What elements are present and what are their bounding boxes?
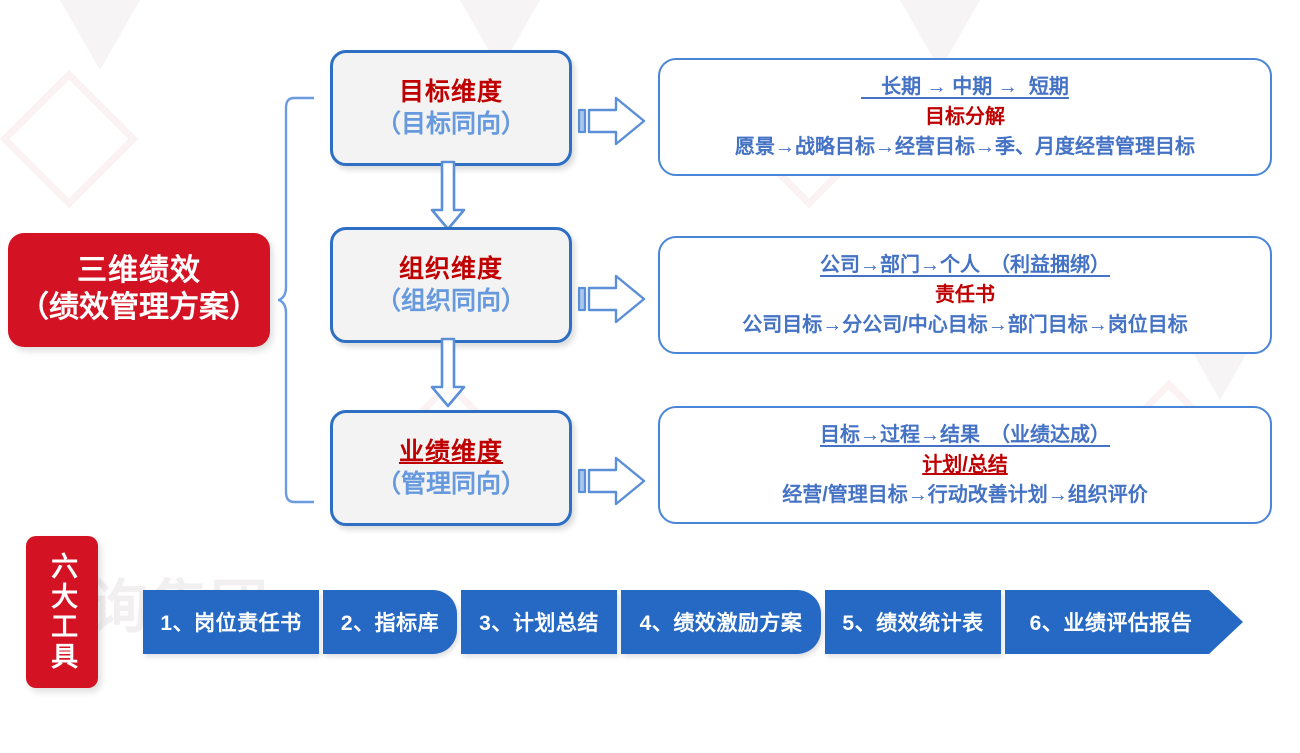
description-top-line: 长期 → 中期 → 短期 xyxy=(861,76,1069,98)
description-panel-goal: 长期 → 中期 → 短期 目标分解 愿景→战略目标→经营目标→季、月度经营管理目… xyxy=(658,58,1272,176)
tool-item-label: 3、计划总结 xyxy=(479,612,599,635)
tool-item-label: 5、绩效统计表 xyxy=(842,612,984,635)
tool-item-label: 1、岗位责任书 xyxy=(160,612,302,635)
root-node-three-dimension-performance[interactable]: 三维绩效 （绩效管理方案） xyxy=(8,233,270,347)
description-bottom-line: 愿景→战略目标→经营目标→季、月度经营管理目标 xyxy=(735,136,1195,158)
six-tools-label-text: 六大工具 xyxy=(47,552,78,672)
tool-item-3[interactable]: 3、计划总结 xyxy=(461,590,617,654)
dimension-box-performance[interactable]: 业绩维度 （管理同向） xyxy=(330,410,572,526)
tool-item-label: 6、业绩评估报告 xyxy=(1029,612,1193,635)
six-tools-label: 六大工具 xyxy=(26,536,98,688)
root-title-line1: 三维绩效 xyxy=(77,254,201,288)
description-top-line: 公司→部门→个人 （利益捆绑） xyxy=(820,254,1110,276)
tools-chevron-bar: 1、岗位责任书 2、指标库 3、计划总结 4、绩效激励方案 5、绩效统计表 6、… xyxy=(143,590,1243,654)
dimension-subtitle: （管理同向） xyxy=(375,470,526,498)
right-arrow-icon xyxy=(577,96,646,146)
description-bottom-line: 公司目标→分公司/中心目标→部门目标→岗位目标 xyxy=(742,314,1188,336)
tool-item-2[interactable]: 2、指标库 xyxy=(323,590,457,654)
dimension-title: 组织维度 xyxy=(398,254,503,283)
right-arrow-icon xyxy=(577,456,646,506)
tool-item-label: 4、绩效激励方案 xyxy=(639,612,803,635)
root-title-line2: （绩效管理方案） xyxy=(19,291,259,324)
tool-item-6[interactable]: 6、业绩评估报告 xyxy=(1005,590,1243,654)
tool-item-label: 2、指标库 xyxy=(340,612,440,635)
description-key-term: 计划/总结 xyxy=(922,454,1008,476)
tool-item-1[interactable]: 1、岗位责任书 xyxy=(143,590,319,654)
watermark-chevron xyxy=(60,0,140,70)
down-arrow-icon xyxy=(430,160,466,231)
dimension-title: 目标维度 xyxy=(398,77,503,106)
description-key-term: 责任书 xyxy=(935,284,995,306)
dimension-subtitle: （目标同向） xyxy=(375,110,526,138)
dimension-box-organization[interactable]: 组织维度 （组织同向） xyxy=(330,227,572,343)
tool-item-5[interactable]: 5、绩效统计表 xyxy=(825,590,1001,654)
description-panel-performance: 目标→过程→结果 （业绩达成） 计划/总结 经营/管理目标→行动改善计划→组织评… xyxy=(658,406,1272,524)
bracket-connector xyxy=(278,96,314,504)
down-arrow-icon xyxy=(430,337,466,408)
dimension-box-goal[interactable]: 目标维度 （目标同向） xyxy=(330,50,572,166)
right-arrow-icon xyxy=(577,274,646,324)
description-panel-organization: 公司→部门→个人 （利益捆绑） 责任书 公司目标→分公司/中心目标→部门目标→岗… xyxy=(658,236,1272,354)
description-bottom-line: 经营/管理目标→行动改善计划→组织评价 xyxy=(782,484,1148,506)
tool-item-4[interactable]: 4、绩效激励方案 xyxy=(621,590,821,654)
dimension-subtitle: （组织同向） xyxy=(375,287,526,315)
description-top-line: 目标→过程→结果 （业绩达成） xyxy=(820,424,1110,446)
dimension-title: 业绩维度 xyxy=(398,437,503,466)
description-key-term: 目标分解 xyxy=(925,106,1005,128)
watermark-diamond xyxy=(0,69,139,209)
